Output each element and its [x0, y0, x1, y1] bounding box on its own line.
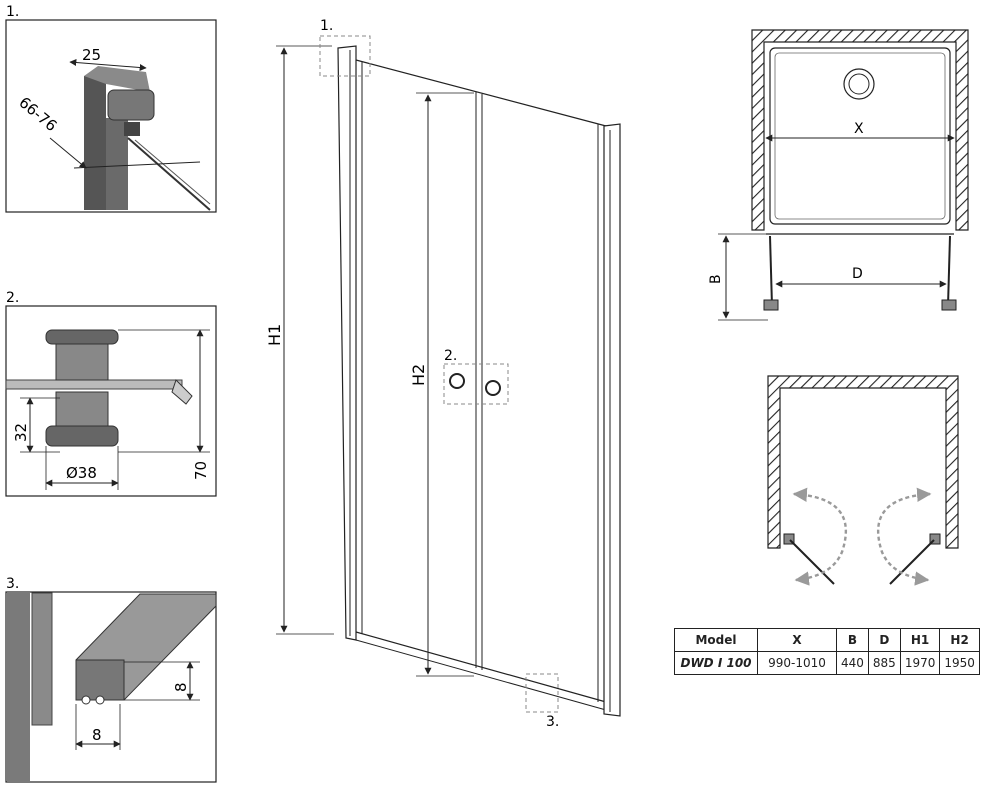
detail-2-total: 70	[192, 461, 210, 480]
header-h1: H1	[899, 628, 941, 652]
cell-h2: 1950	[939, 651, 980, 675]
cell-x: 990-1010	[757, 651, 837, 675]
plan-opening	[767, 375, 959, 586]
detail-1: 1. 25 66-76	[5, 4, 217, 213]
d-label: D	[852, 266, 863, 282]
door-top-edge	[355, 59, 607, 127]
callout-3-label: 3.	[546, 714, 559, 730]
x-label: X	[854, 121, 864, 137]
callout-1-label: 1.	[320, 18, 333, 34]
door-right-swing	[889, 539, 935, 585]
detail-2-height: 32	[12, 423, 30, 442]
header-model: Model	[674, 628, 758, 652]
callout-box-1	[319, 35, 371, 77]
door-right-open	[947, 235, 951, 307]
table-header-row: Model X B D H1 H2	[674, 628, 980, 652]
right-wall-profile	[603, 123, 621, 717]
spec-table: Model X B D H1 H2 DWD I 100 990-1010 440…	[674, 628, 980, 675]
cell-h1: 1970	[899, 651, 941, 675]
detail-3-label: 3.	[6, 576, 19, 592]
detail-3: 3. 8 8	[5, 576, 217, 783]
door-left-open	[769, 235, 773, 307]
door-bottom-edge	[355, 631, 607, 703]
callout-2-label: 2.	[444, 348, 457, 364]
header-d: D	[867, 628, 901, 652]
detail-2-diameter: Ø38	[66, 464, 97, 482]
callout-box-2	[443, 363, 509, 405]
cell-b: 440	[836, 651, 869, 675]
right-knob	[485, 380, 501, 396]
plan-top: X D B	[708, 29, 969, 321]
b-label: B	[708, 274, 724, 284]
detail-2: 2. 70 32 Ø38	[5, 290, 217, 497]
cell-model: DWD I 100	[674, 651, 758, 675]
swing-arc-left	[792, 487, 847, 586]
detail-2-label: 2.	[6, 290, 19, 306]
left-knob	[449, 373, 465, 389]
header-h2: H2	[939, 628, 980, 652]
cell-d: 885	[867, 651, 901, 675]
detail-3-height: 8	[172, 682, 190, 692]
h2-label: H2	[409, 364, 428, 386]
table-row: DWD I 100 990-1010 440 885 1970 1950	[674, 651, 980, 675]
wall-hatching-top	[751, 29, 969, 231]
detail-1-width: 25	[82, 46, 101, 64]
wall-profile	[84, 76, 106, 210]
header-x: X	[757, 628, 837, 652]
door-view: H1 H2 1. 2. 3.	[265, 18, 621, 730]
swing-arc-right	[877, 487, 932, 586]
header-b: B	[836, 628, 869, 652]
callout-box-3	[525, 673, 559, 713]
h1-label: H1	[265, 324, 284, 346]
detail-1-label: 1.	[6, 4, 19, 20]
left-wall-profile	[337, 45, 357, 641]
door-left-swing	[789, 539, 835, 585]
wall-hatching-bottom	[767, 375, 959, 549]
detail-2-frame	[5, 305, 217, 497]
detail-3-width: 8	[92, 726, 102, 744]
